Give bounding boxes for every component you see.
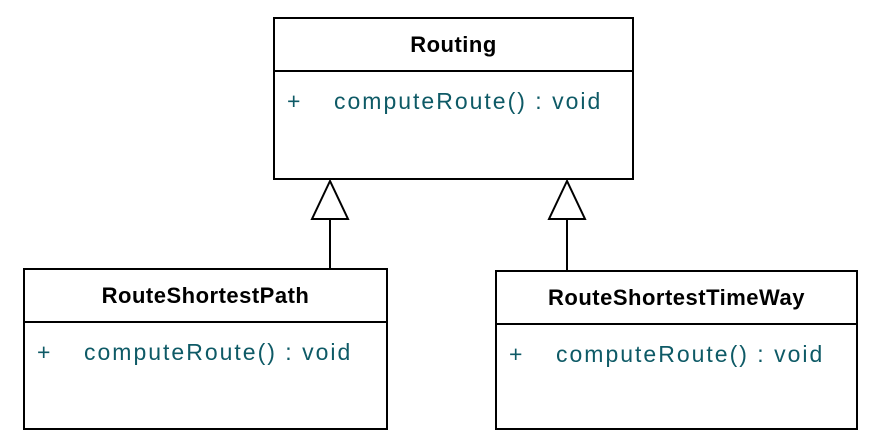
- method-signature: computeRoute() : void: [556, 341, 825, 367]
- method-signature: computeRoute() : void: [334, 88, 603, 114]
- visibility-public-symbol: +: [287, 88, 303, 114]
- hollow-triangle-icon: [547, 178, 587, 220]
- class-methods-compartment: + computeRoute() : void: [25, 323, 386, 366]
- generalization-arrow-right: [547, 178, 587, 272]
- class-name-route-shortest-path: RouteShortestPath: [25, 270, 386, 323]
- class-box-route-shortest-path: RouteShortestPath + computeRoute() : voi…: [23, 268, 388, 430]
- class-box-routing: Routing + computeRoute() : void: [273, 17, 634, 180]
- visibility-public-symbol: +: [37, 339, 53, 365]
- method-row: + computeRoute() : void: [287, 88, 622, 115]
- hollow-triangle-icon: [310, 178, 350, 220]
- class-name-routing: Routing: [275, 19, 632, 72]
- method-row: + computeRoute() : void: [509, 341, 846, 368]
- class-box-route-shortest-time-way: RouteShortestTimeWay + computeRoute() : …: [495, 270, 858, 430]
- method-signature: computeRoute() : void: [84, 339, 353, 365]
- class-name-route-shortest-time-way: RouteShortestTimeWay: [497, 272, 856, 325]
- method-row: + computeRoute() : void: [37, 339, 376, 366]
- visibility-public-symbol: +: [509, 341, 525, 367]
- class-methods-compartment: + computeRoute() : void: [275, 72, 632, 115]
- class-methods-compartment: + computeRoute() : void: [497, 325, 856, 368]
- generalization-arrow-left: [310, 178, 350, 270]
